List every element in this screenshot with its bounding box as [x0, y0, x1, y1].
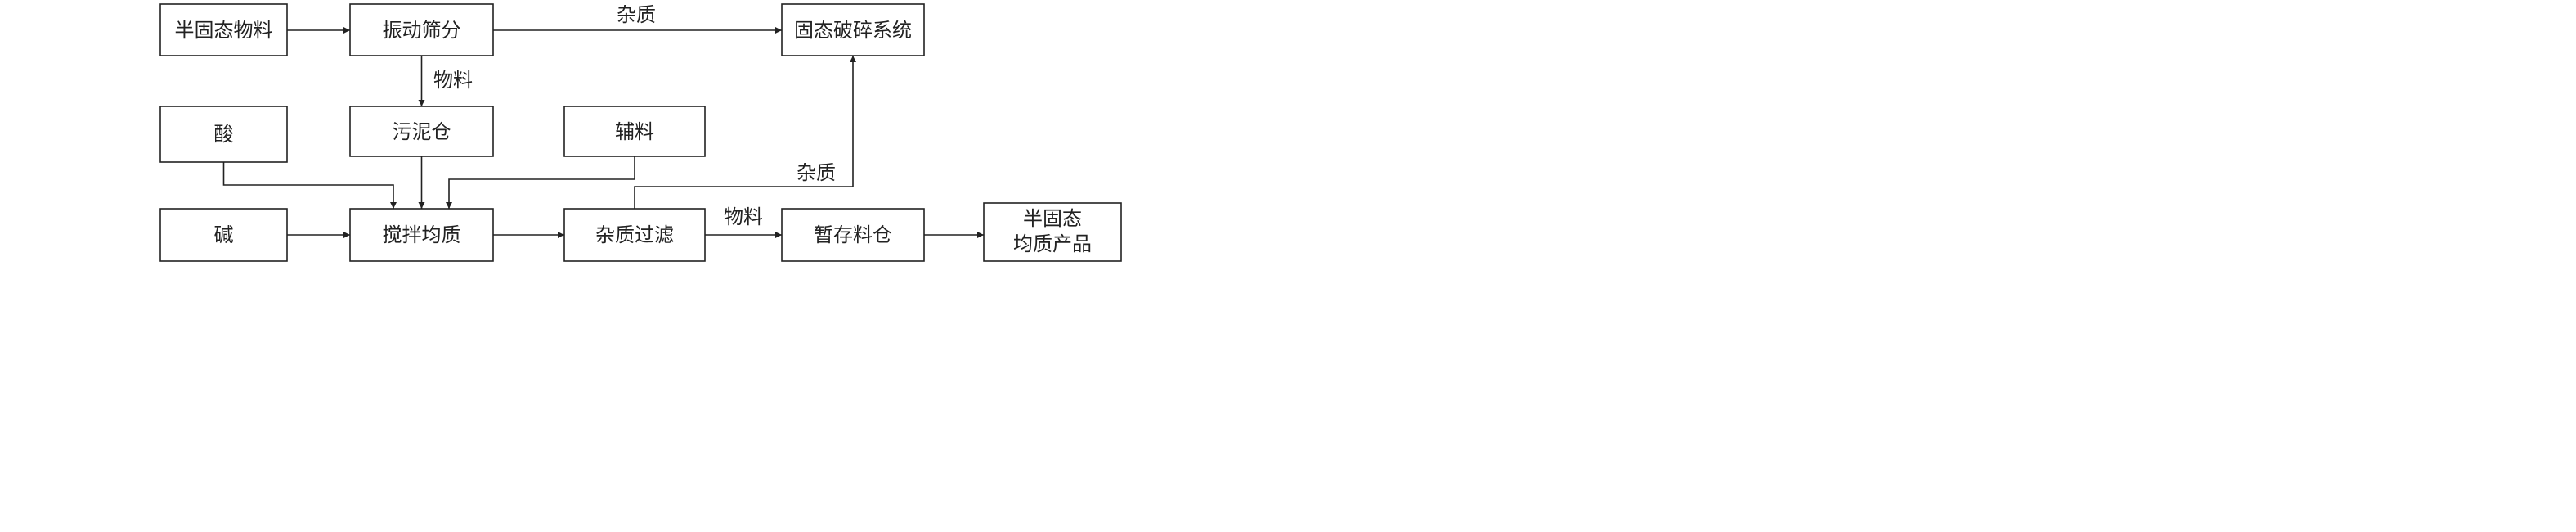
node-temporary-storage-bin: 暂存料仓 — [781, 208, 925, 262]
edge-label-impurity: 杂质 — [617, 3, 656, 26]
edge-label-material: 物料 — [724, 205, 763, 228]
node-label: 污泥仓 — [393, 120, 451, 143]
node-impurity-filtration: 杂质过滤 — [563, 208, 706, 262]
node-mixing-homogenization: 搅拌均质 — [349, 208, 494, 262]
node-vibration-screening: 振动筛分 — [349, 3, 494, 56]
node-label-line2: 均质产品 — [1013, 232, 1092, 255]
node-label: 酸 — [214, 123, 234, 146]
node-label: 暂存料仓 — [814, 223, 892, 246]
node-label: 搅拌均质 — [383, 223, 461, 246]
node-solid-crushing-system: 固态破碎系统 — [781, 3, 925, 56]
node-label: 碱 — [214, 223, 234, 246]
node-label: 杂质过滤 — [595, 223, 674, 246]
edge-acid-to-mixing — [222, 162, 397, 209]
node-acid: 酸 — [159, 106, 288, 163]
node-label: 固态破碎系统 — [794, 19, 912, 42]
edge-label-impurity: 杂质 — [797, 161, 836, 184]
node-sludge-bin: 污泥仓 — [349, 106, 494, 157]
edge-label-material: 物料 — [433, 69, 473, 92]
node-label: 辅料 — [615, 120, 654, 143]
node-semi-solid-homogeneous-product: 半固态 均质产品 — [983, 202, 1122, 262]
node-label: 半固态物料 — [175, 19, 273, 42]
node-auxiliary-material: 辅料 — [563, 106, 706, 157]
edge-filtration-to-crusher — [634, 56, 856, 209]
node-label-line1: 半固态 — [1023, 207, 1082, 230]
process-flow-diagram: 半固态物料 振动筛分 固态破碎系统 酸 污泥仓 辅料 碱 搅拌均质 杂质过滤 暂… — [159, 3, 1122, 262]
node-label: 振动筛分 — [383, 19, 461, 42]
edge-auxiliary-to-mixing — [446, 156, 635, 209]
node-alkali: 碱 — [159, 208, 288, 262]
node-semi-solid-material: 半固态物料 — [159, 3, 288, 56]
